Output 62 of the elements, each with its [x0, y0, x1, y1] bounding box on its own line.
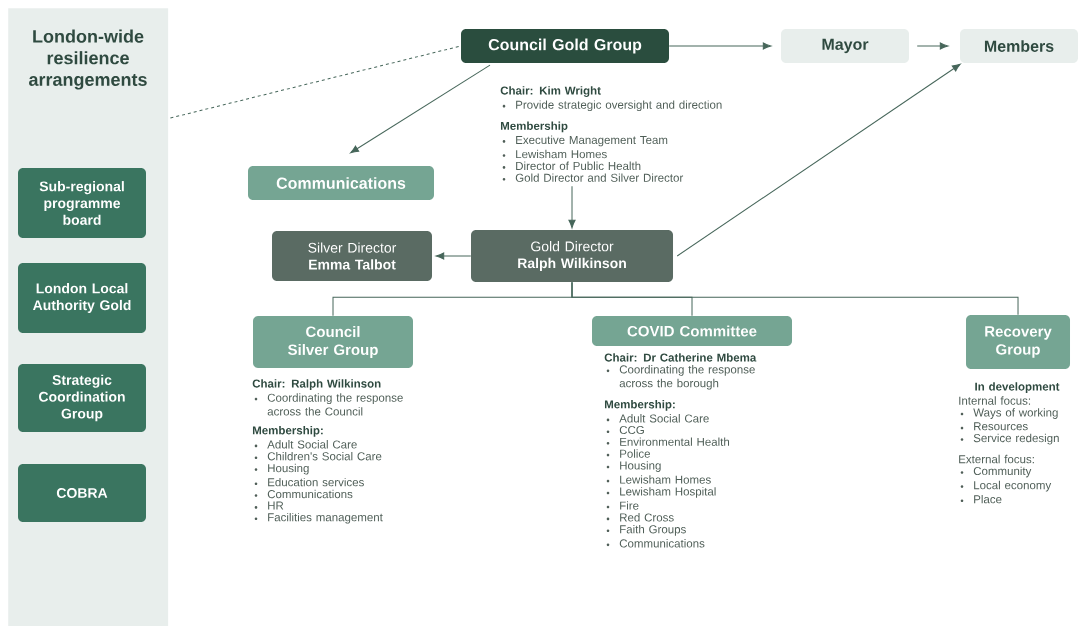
bullet-item: Faith Groups [620, 524, 686, 536]
group-box: Recovery Group [966, 315, 1070, 369]
group-box: Council Gold Group [461, 29, 669, 63]
bullet-item: Coordinating the response across the Council [267, 393, 403, 416]
director-box: Gold Director Ralph Wilkinson [471, 230, 673, 282]
bullet-item: Lewisham Hospital [620, 487, 716, 498]
bullet-item: Children's Social Care [267, 451, 382, 461]
bullet-item: Lewisham Homes [620, 475, 711, 484]
bullet-item: Red Cross [620, 513, 674, 522]
group-box: Council Silver Group [253, 316, 413, 368]
programme-box: COBRA [18, 464, 146, 522]
arrow [668, 42, 772, 50]
arrow [916, 42, 949, 50]
connector-line [571, 281, 1019, 316]
list-text: External focus: [959, 454, 1034, 464]
role-box: Members [960, 29, 1078, 63]
group-box: Communications [248, 166, 434, 200]
bullet-item: Service redesign [973, 433, 1059, 445]
bullet-item: Provide strategic oversight and direction [516, 100, 722, 112]
bullet-item: Executive Management Team [516, 135, 668, 147]
connector-line [169, 45, 462, 119]
section-heading: Chair: Ralph Wilkinson [252, 379, 381, 390]
section-heading: Membership: [252, 426, 323, 437]
bullet-item: Facilities management [268, 512, 383, 524]
bullet-item: Housing [268, 463, 309, 475]
programme-box: Sub-regional programme board [18, 168, 146, 238]
arrow [350, 64, 491, 154]
section-heading: Membership: [605, 400, 675, 411]
bullet-item: Communications [267, 489, 353, 499]
role-box: Mayor [781, 29, 909, 63]
bullet-item: Resources [974, 422, 1028, 431]
bullet-item: Adult Social Care [619, 414, 709, 423]
arrow [568, 185, 576, 229]
programme-box: Strategic Coordination Group [18, 364, 146, 432]
panel-heading: London-wide resilience arrangements [29, 29, 147, 90]
bullet-item: Education services [268, 477, 364, 487]
section-heading: Membership [501, 121, 568, 133]
bullet-item: Coordinating the response across the borough [619, 365, 755, 390]
list-text: Internal focus: [959, 396, 1031, 405]
bullet-item: Director of Public Health [516, 161, 641, 170]
bullet-item: Local economy [974, 480, 1052, 492]
bullet-item: Housing [620, 461, 661, 472]
bullet-item: Place [974, 494, 1002, 504]
section-heading: Chair: Kim Wright [500, 86, 601, 97]
bullet-item: CCG [619, 425, 644, 435]
bullet-item: Communications [619, 539, 705, 548]
bullet-item: Environmental Health [620, 437, 729, 446]
bullet-item: Ways of working [973, 408, 1058, 419]
group-box: COVID Committee [592, 316, 792, 346]
arrow [435, 252, 472, 260]
bullet-item: Police [620, 449, 650, 458]
status-heading: In development [975, 382, 1060, 393]
bullet-item: Lewisham Homes [516, 149, 607, 159]
bullet-item: HR [268, 501, 284, 510]
bullet-item: Community [973, 466, 1032, 478]
bullet-item: Adult Social Care [267, 440, 357, 449]
director-box: Silver Director Emma Talbot [272, 231, 432, 281]
programme-box: London Local Authority Gold [18, 263, 146, 333]
section-heading: Chair: Dr Catherine Mbema [604, 353, 757, 362]
bullet-item: Fire [620, 501, 639, 510]
bullet-item: Gold Director and Silver Director [515, 173, 684, 182]
arrow [676, 63, 961, 257]
